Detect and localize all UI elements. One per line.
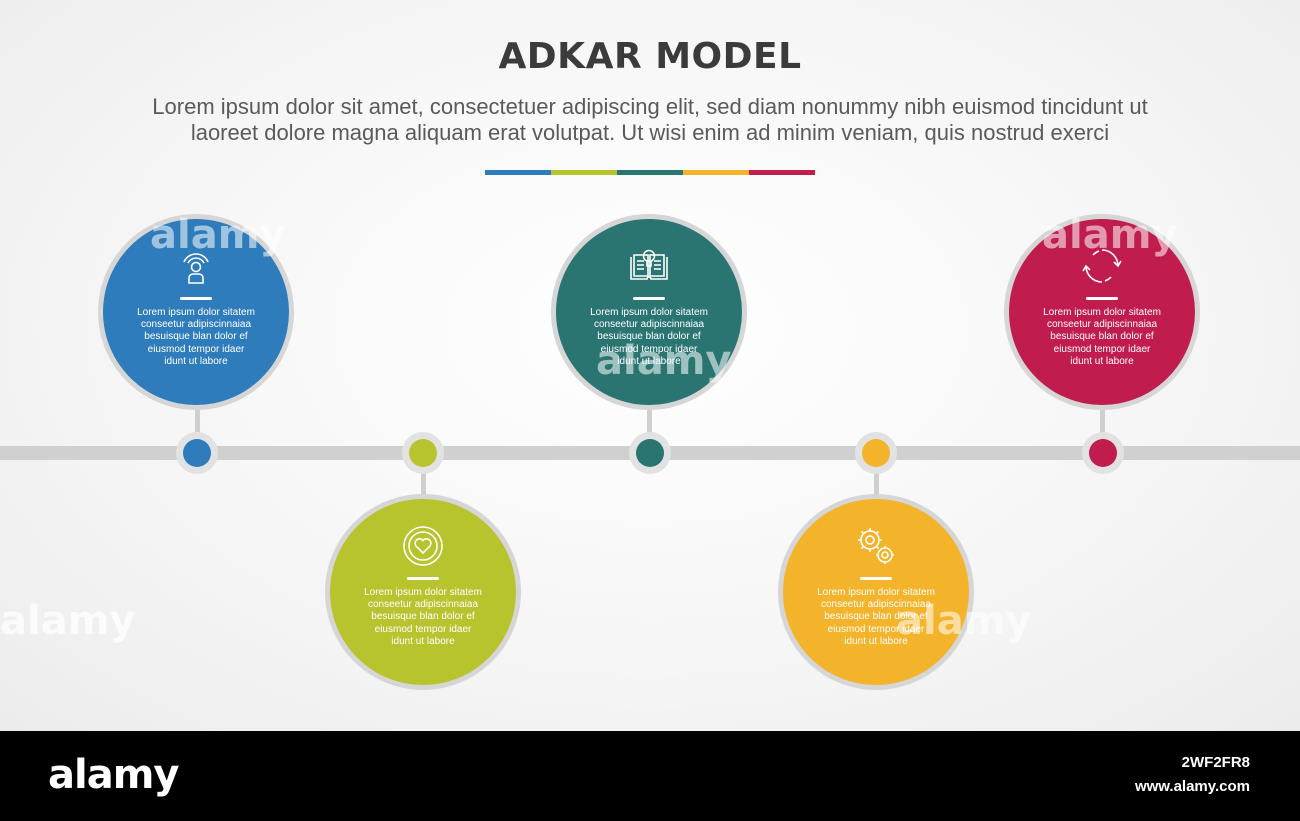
timeline-node-5 bbox=[1082, 432, 1124, 474]
radio-person-icon bbox=[183, 253, 209, 284]
connector-5 bbox=[1100, 405, 1105, 435]
timeline-node-1 bbox=[176, 432, 218, 474]
color-bar-teal bbox=[617, 170, 683, 175]
timeline-node-2 bbox=[402, 432, 444, 474]
connector-2 bbox=[421, 470, 426, 500]
text-line: idunt ut labore bbox=[617, 355, 681, 367]
footer-url[interactable]: www.alamy.com bbox=[1134, 778, 1250, 795]
text-line: conseetur adipiscinnaiaa bbox=[1046, 319, 1158, 331]
text-line: idunt ut labore bbox=[1070, 355, 1134, 367]
connector-1 bbox=[195, 405, 200, 435]
connector-3 bbox=[647, 405, 652, 435]
node-dot bbox=[862, 439, 890, 467]
text-line: besuisque blan dolor ef bbox=[371, 611, 475, 623]
text-line: Lorem ipsum dolor sitatem bbox=[590, 307, 708, 318]
infographic-canvas: ADKAR MODEL Lorem ipsum dolor sit amet, … bbox=[0, 0, 1300, 731]
text-line: Lorem ipsum dolor sitatem bbox=[137, 307, 255, 318]
text-line: besuisque blan dolor ef bbox=[1050, 331, 1154, 343]
text-line: idunt ut labore bbox=[391, 635, 455, 647]
stage-text: Lorem ipsum dolor sitatem conseetur adip… bbox=[801, 587, 951, 648]
node-dot bbox=[1089, 439, 1117, 467]
text-line: conseetur adipiscinnaiaa bbox=[140, 319, 252, 331]
node-dot bbox=[183, 439, 211, 467]
node-dot bbox=[636, 439, 664, 467]
text-line: eiusmod tempor idaer bbox=[147, 343, 245, 355]
subtitle-line-2: laoreet dolore magna aliquam erat volutp… bbox=[190, 120, 1110, 145]
watermark: alamy bbox=[896, 598, 1032, 644]
divider bbox=[407, 577, 439, 580]
stage-bubble-1: Lorem ipsum dolor sitatem conseetur adip… bbox=[98, 214, 294, 410]
text-line: besuisque blan dolor ef bbox=[824, 611, 928, 623]
book-lightbulb-icon bbox=[630, 249, 668, 280]
stage-bubble-fill: Lorem ipsum dolor sitatem conseetur adip… bbox=[556, 219, 742, 405]
node-dot bbox=[409, 439, 437, 467]
stage-text: Lorem ipsum dolor sitatem conseetur adip… bbox=[348, 587, 498, 648]
divider bbox=[860, 577, 892, 580]
text-line: conseetur adipiscinnaiaa bbox=[593, 319, 705, 331]
stage-bubble-fill: Lorem ipsum dolor sitatem conseetur adip… bbox=[1009, 219, 1195, 405]
stage-text: Lorem ipsum dolor sitatem conseetur adip… bbox=[574, 307, 724, 368]
watermark: alamy bbox=[596, 338, 732, 384]
stage-bubble-fill: Lorem ipsum dolor sitatem conseetur adip… bbox=[783, 499, 969, 685]
stage-bubble-4: Lorem ipsum dolor sitatem conseetur adip… bbox=[778, 494, 974, 690]
stage-bubble-3: Lorem ipsum dolor sitatem conseetur adip… bbox=[551, 214, 747, 410]
footer-image-id: 2WF2FR8 bbox=[1181, 754, 1250, 771]
stage-text: Lorem ipsum dolor sitatem conseetur adip… bbox=[121, 307, 271, 368]
gears-icon bbox=[858, 528, 894, 564]
text-line: eiusmod tempor idaer bbox=[374, 623, 472, 635]
divider bbox=[180, 297, 212, 300]
refresh-cycle-icon bbox=[1082, 249, 1122, 283]
subtitle-line-1: Lorem ipsum dolor sit amet, consectetuer… bbox=[152, 94, 1148, 119]
color-bar bbox=[485, 170, 815, 175]
watermark: alamy bbox=[0, 598, 136, 644]
page-title: ADKAR MODEL bbox=[498, 36, 802, 77]
text-line: eiusmod tempor idaer bbox=[827, 623, 925, 635]
heart-icon bbox=[403, 526, 443, 566]
divider bbox=[633, 297, 665, 300]
text-line: Lorem ipsum dolor sitatem bbox=[817, 587, 935, 598]
stage-text: Lorem ipsum dolor sitatem conseetur adip… bbox=[1027, 307, 1177, 368]
color-bar-blue bbox=[485, 170, 551, 175]
footer-logo: alamy bbox=[48, 752, 179, 798]
timeline-node-3 bbox=[629, 432, 671, 474]
text-line: besuisque blan dolor ef bbox=[144, 331, 248, 343]
stage-bubble-fill: Lorem ipsum dolor sitatem conseetur adip… bbox=[103, 219, 289, 405]
connector-4 bbox=[874, 470, 879, 500]
divider bbox=[1086, 297, 1118, 300]
text-line: eiusmod tempor idaer bbox=[1053, 343, 1151, 355]
text-line: Lorem ipsum dolor sitatem bbox=[1043, 307, 1161, 318]
text-line: conseetur adipiscinnaiaa bbox=[367, 599, 479, 611]
text-line: idunt ut labore bbox=[164, 355, 228, 367]
stage-bubble-fill: Lorem ipsum dolor sitatem conseetur adip… bbox=[330, 499, 516, 685]
text-line: eiusmod tempor idaer bbox=[600, 343, 698, 355]
color-bar-crimson bbox=[749, 170, 815, 175]
timeline-node-4 bbox=[855, 432, 897, 474]
text-line: Lorem ipsum dolor sitatem bbox=[364, 587, 482, 598]
color-bar-lime bbox=[551, 170, 617, 175]
stage-bubble-2: Lorem ipsum dolor sitatem conseetur adip… bbox=[325, 494, 521, 690]
watermark: alamy bbox=[150, 212, 286, 258]
text-line: besuisque blan dolor ef bbox=[597, 331, 701, 343]
stage-bubble-5: Lorem ipsum dolor sitatem conseetur adip… bbox=[1004, 214, 1200, 410]
text-line: conseetur adipiscinnaiaa bbox=[820, 599, 932, 611]
subtitle: Lorem ipsum dolor sit amet, consectetuer… bbox=[90, 94, 1210, 146]
watermark: alamy bbox=[1042, 212, 1178, 258]
text-line: idunt ut labore bbox=[844, 635, 908, 647]
color-bar-yellow bbox=[683, 170, 749, 175]
